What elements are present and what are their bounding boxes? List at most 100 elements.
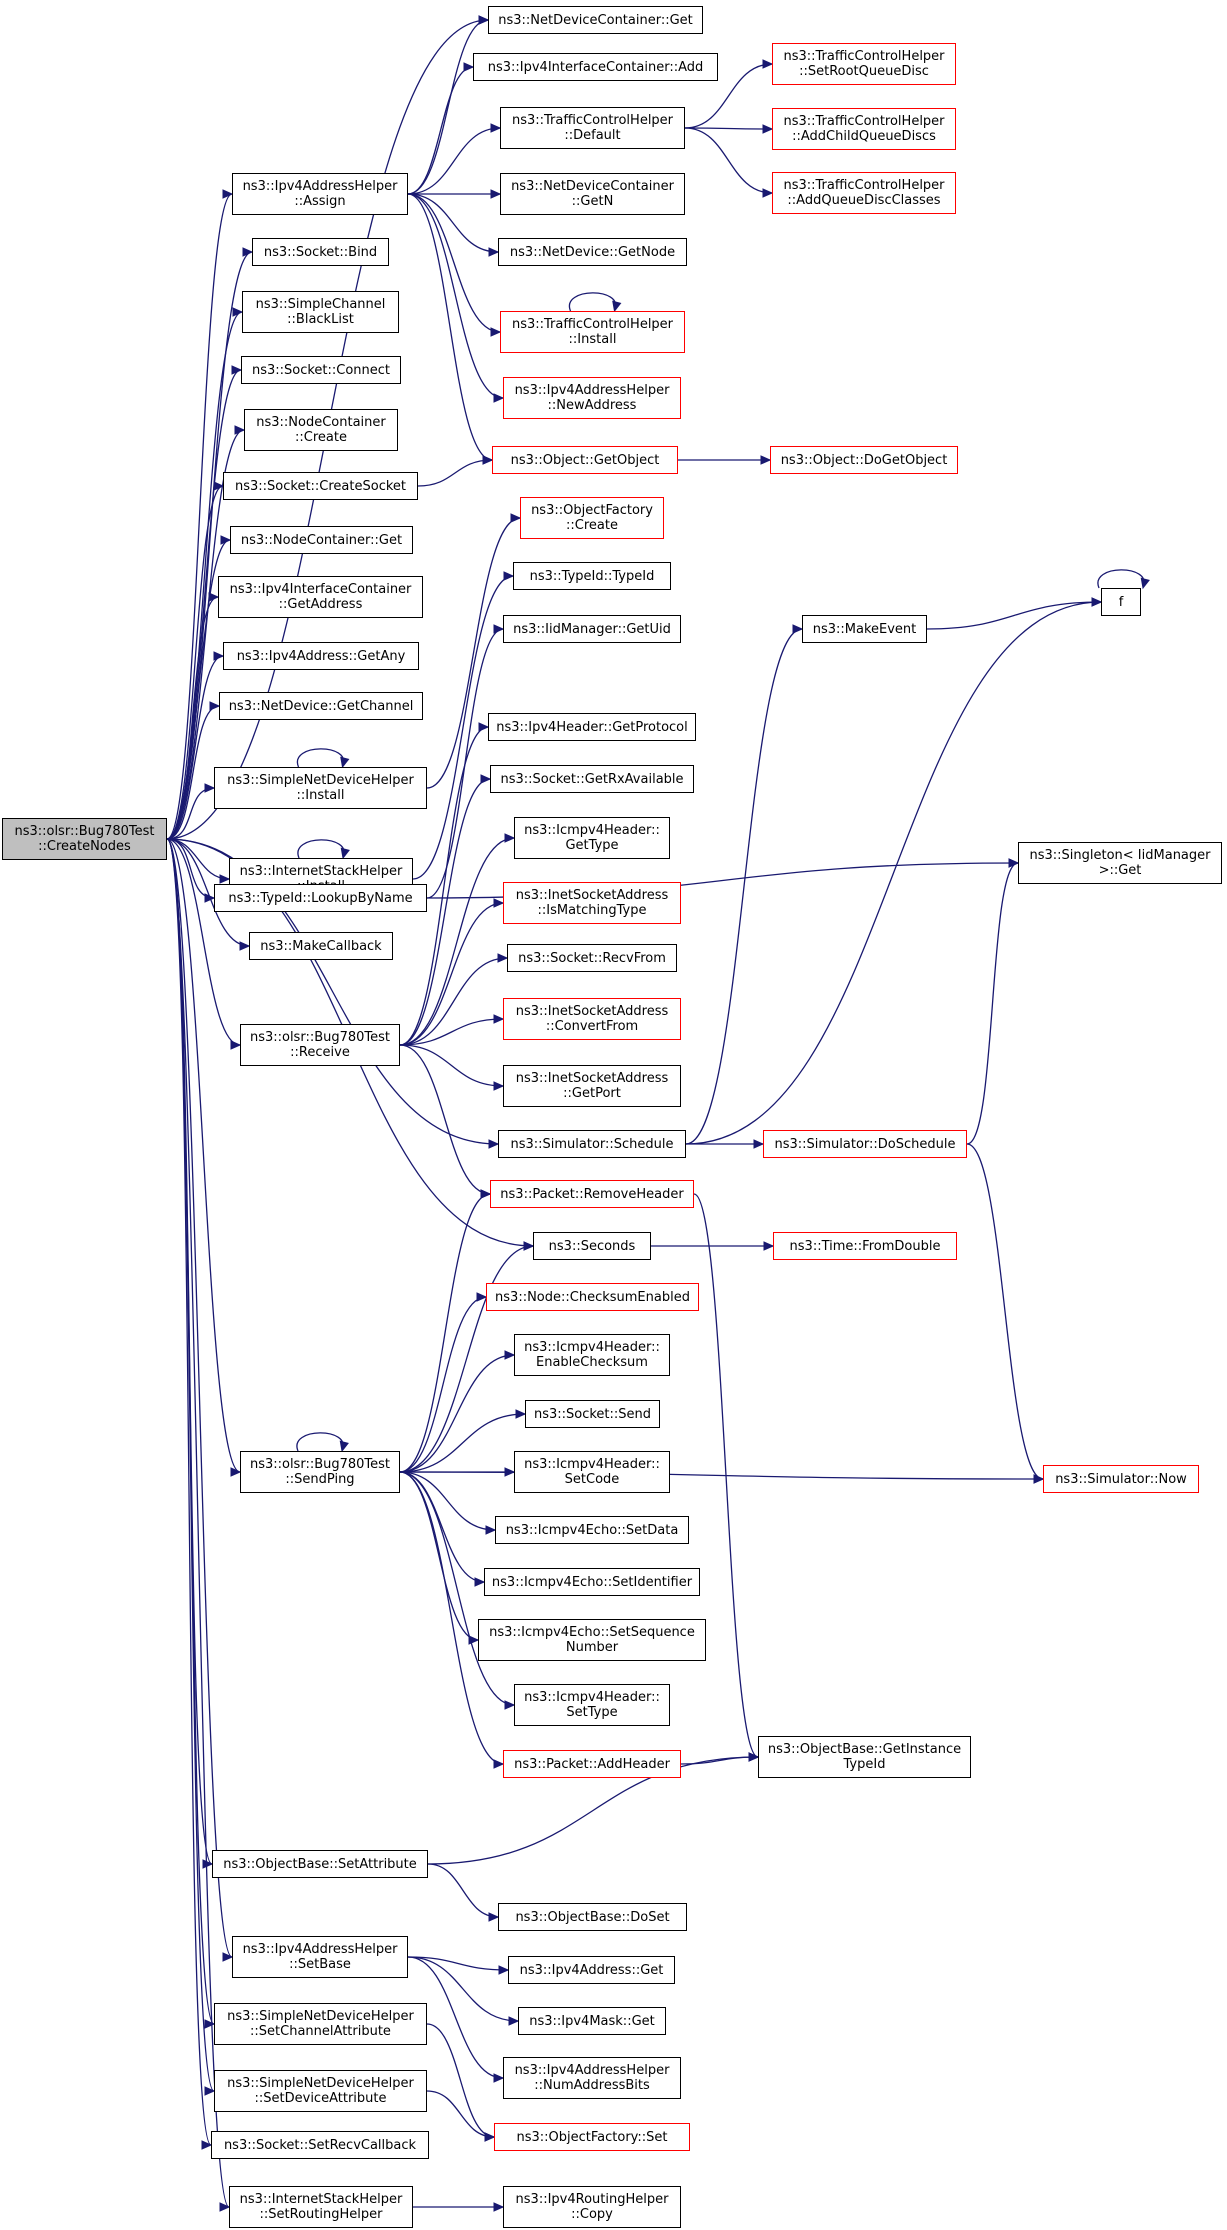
edge-sim-doschedule-to-singleton-get-arrowhead (1008, 858, 1020, 868)
edge-sim-schedule-to-makeevent (685, 628, 803, 1145)
function-node-node-checksum[interactable]: ns3::Node::ChecksumEnabled (486, 1283, 699, 1311)
node-label-line: ns3::Node::ChecksumEnabled (495, 1289, 690, 1305)
function-node-ipv4mask-get[interactable]: ns3::Ipv4Mask::Get (518, 2007, 666, 2035)
edge-seconds-to-time-fromdouble-arrowhead (763, 1241, 775, 1251)
edge-bug-sendping-to-pkt-removeheader-arrowhead (480, 1189, 492, 1199)
function-node-sock-getrx[interactable]: ns3::Socket::GetRxAvailable (490, 765, 694, 793)
edge-sim-schedule-to-makeevent-arrowhead (792, 624, 804, 634)
function-node-pkt-removeheader[interactable]: ns3::Packet::RemoveHeader (490, 1180, 694, 1208)
edge-root-to-sndh-setchattr-arrowhead (204, 2019, 216, 2029)
function-node-tch-addqdc[interactable]: ns3::TrafficControlHelper::AddQueueDiscC… (772, 172, 956, 214)
node-label-line: ns3::Seconds (548, 1238, 636, 1254)
function-node-nd-getnode[interactable]: ns3::NetDevice::GetNode (498, 238, 687, 266)
function-node-of-create[interactable]: ns3::ObjectFactory::Create (520, 497, 664, 539)
edge-bug-sendping-to-seconds (399, 1245, 534, 1473)
edge-tch-default-to-tch-addchild-arrowhead (762, 124, 774, 134)
function-node-bug-sendping[interactable]: ns3::olsr::Bug780Test::SendPing (240, 1451, 400, 1493)
function-node-sock-connect[interactable]: ns3::Socket::Connect (241, 356, 401, 384)
function-node-f[interactable]: f (1101, 588, 1141, 616)
function-node-icmp4h-setcode[interactable]: ns3::Icmpv4Header::SetCode (514, 1451, 670, 1493)
function-node-sock-send[interactable]: ns3::Socket::Send (525, 1400, 660, 1428)
function-node-makecallback[interactable]: ns3::MakeCallback (249, 932, 393, 960)
function-node-ndc-getn[interactable]: ns3::NetDeviceContainer::GetN (500, 173, 685, 215)
function-node-ob-doset[interactable]: ns3::ObjectBase::DoSet (498, 1903, 687, 1931)
function-node-icmp4h-enablechecksum[interactable]: ns3::Icmpv4Header::EnableChecksum (514, 1334, 670, 1376)
node-label-line: ::Install (296, 788, 345, 803)
function-node-seconds[interactable]: ns3::Seconds (533, 1232, 651, 1260)
function-node-sndh-setchattr[interactable]: ns3::SimpleNetDeviceHelper::SetChannelAt… (214, 2003, 427, 2045)
function-node-nc-get[interactable]: ns3::NodeContainer::Get (230, 526, 413, 554)
function-node-ipv4h-getproto[interactable]: ns3::Ipv4Header::GetProtocol (488, 713, 696, 741)
function-node-iid-getuid[interactable]: ns3::IidManager::GetUid (503, 615, 681, 643)
function-node-sndh-setdevattr[interactable]: ns3::SimpleNetDeviceHelper::SetDeviceAtt… (214, 2070, 427, 2112)
node-label-line: ns3::Ipv4RoutingHelper (515, 2192, 669, 2207)
edge-sock-createsocket-to-obj-getobject-arrowhead (482, 455, 494, 465)
edge-root-to-ipv4addr-getany-arrowhead (213, 651, 225, 661)
function-node-sock-recvfrom[interactable]: ns3::Socket::RecvFrom (507, 944, 677, 972)
function-node-obj-getobject[interactable]: ns3::Object::GetObject (492, 446, 678, 474)
function-node-isa-getport[interactable]: ns3::InetSocketAddress::GetPort (503, 1065, 681, 1107)
function-node-sock-createsocket[interactable]: ns3::Socket::CreateSocket (223, 472, 418, 500)
edge-bug-receive-to-isa-getport (399, 1044, 504, 1087)
node-label-line: ns3::Ipv4Address::Get (519, 1962, 664, 1978)
function-node-sim-doschedule[interactable]: ns3::Simulator::DoSchedule (763, 1130, 967, 1158)
function-node-root[interactable]: ns3::olsr::Bug780Test::CreateNodes (2, 818, 167, 860)
edge-sndh-setchattr-to-of-set (426, 2023, 495, 2138)
function-node-singleton-get[interactable]: ns3::Singleton< IidManager>::Get (1018, 842, 1222, 884)
function-node-obj-dogetobject[interactable]: ns3::Object::DoGetObject (770, 446, 958, 474)
function-node-sim-schedule[interactable]: ns3::Simulator::Schedule (498, 1130, 686, 1158)
function-node-ipv4rh-copy[interactable]: ns3::Ipv4RoutingHelper::Copy (503, 2186, 681, 2228)
node-label-line: ::ConvertFrom (545, 1019, 639, 1034)
function-node-sock-bind[interactable]: ns3::Socket::Bind (252, 238, 389, 266)
function-node-echo-setdata[interactable]: ns3::Icmpv4Echo::SetData (495, 1516, 689, 1544)
edge-root-to-sim-schedule (166, 838, 499, 1145)
function-node-echo-setid[interactable]: ns3::Icmpv4Echo::SetIdentifier (484, 1568, 700, 1596)
function-node-ipv4addr-getany[interactable]: ns3::Ipv4Address::GetAny (223, 642, 419, 670)
function-node-ipv4ic-add[interactable]: ns3::Ipv4InterfaceContainer::Add (473, 53, 718, 81)
function-node-nd-getchannel[interactable]: ns3::NetDevice::GetChannel (219, 692, 423, 720)
edge-makeevent-to-f (926, 601, 1102, 630)
function-node-tch-addchild[interactable]: ns3::TrafficControlHelper::AddChildQueue… (772, 108, 956, 150)
function-node-ish-setrouting[interactable]: ns3::InternetStackHelper::SetRoutingHelp… (229, 2186, 413, 2228)
function-node-isa-convertfrom[interactable]: ns3::InetSocketAddress::ConvertFrom (503, 998, 681, 1040)
function-node-sc-blacklist[interactable]: ns3::SimpleChannel::BlackList (242, 291, 399, 333)
function-node-of-set[interactable]: ns3::ObjectFactory::Set (494, 2123, 690, 2151)
function-node-ipv4ah-setbase[interactable]: ns3::Ipv4AddressHelper::SetBase (232, 1936, 408, 1978)
node-label-line: ::Assign (294, 194, 346, 209)
function-node-nc-create[interactable]: ns3::NodeContainer::Create (244, 409, 398, 451)
edge-ipv4ah-assign-to-tch-install-arrowhead (490, 327, 502, 337)
function-node-sndh-install[interactable]: ns3::SimpleNetDeviceHelper::Install (214, 767, 427, 809)
function-node-sim-now[interactable]: ns3::Simulator::Now (1043, 1465, 1199, 1493)
function-node-ipv4ah-assign[interactable]: ns3::Ipv4AddressHelper::Assign (232, 173, 408, 215)
node-label-line: ns3::InetSocketAddress (515, 1004, 669, 1019)
function-node-ob-setattr[interactable]: ns3::ObjectBase::SetAttribute (212, 1850, 428, 1878)
function-node-ipv4ic-getaddr[interactable]: ns3::Ipv4InterfaceContainer::GetAddress (218, 576, 423, 618)
node-label-line: ns3::Time::FromDouble (789, 1238, 941, 1254)
function-node-icmp4h-settype[interactable]: ns3::Icmpv4Header::SetType (514, 1684, 670, 1726)
edge-root-to-nc-create-arrowhead (234, 425, 246, 435)
function-node-icmp4h-gettype[interactable]: ns3::Icmpv4Header::GetType (514, 817, 670, 859)
function-node-typeid-lookup[interactable]: ns3::TypeId::LookupByName (214, 884, 427, 912)
function-node-makeevent[interactable]: ns3::MakeEvent (802, 615, 927, 643)
edge-sim-doschedule-to-singleton-get (966, 862, 1019, 1145)
function-node-bug-receive[interactable]: ns3::olsr::Bug780Test::Receive (240, 1024, 400, 1066)
function-node-sock-setrecvcb[interactable]: ns3::Socket::SetRecvCallback (211, 2131, 429, 2159)
function-node-pkt-addheader[interactable]: ns3::Packet::AddHeader (503, 1750, 681, 1778)
node-label-line: ::IsMatchingType (537, 903, 647, 918)
function-node-tch-setroot[interactable]: ns3::TrafficControlHelper::SetRootQueueD… (772, 43, 956, 85)
function-node-ndc-get[interactable]: ns3::NetDeviceContainer::Get (488, 6, 703, 34)
function-node-typeid-typeid[interactable]: ns3::TypeId::TypeId (513, 562, 671, 590)
function-node-tch-default[interactable]: ns3::TrafficControlHelper::Default (500, 107, 685, 149)
function-node-ipv4ah-numbits[interactable]: ns3::Ipv4AddressHelper::NumAddressBits (503, 2057, 681, 2099)
function-node-tch-install[interactable]: ns3::TrafficControlHelper::Install (500, 311, 685, 353)
node-label-line: ns3::ObjectBase::SetAttribute (223, 1856, 417, 1872)
edge-ish-setrouting-to-ipv4rh-copy-arrowhead (493, 2202, 505, 2212)
function-node-time-fromdouble[interactable]: ns3::Time::FromDouble (773, 1232, 957, 1260)
function-node-isa-ismatching[interactable]: ns3::InetSocketAddress::IsMatchingType (503, 882, 681, 924)
node-label-line: ns3::Simulator::Schedule (510, 1136, 674, 1152)
function-node-ipv4addr-get[interactable]: ns3::Ipv4Address::Get (508, 1956, 675, 1984)
function-node-ipv4ah-newaddr[interactable]: ns3::Ipv4AddressHelper::NewAddress (503, 377, 681, 419)
node-label-line: ::Default (564, 128, 621, 143)
